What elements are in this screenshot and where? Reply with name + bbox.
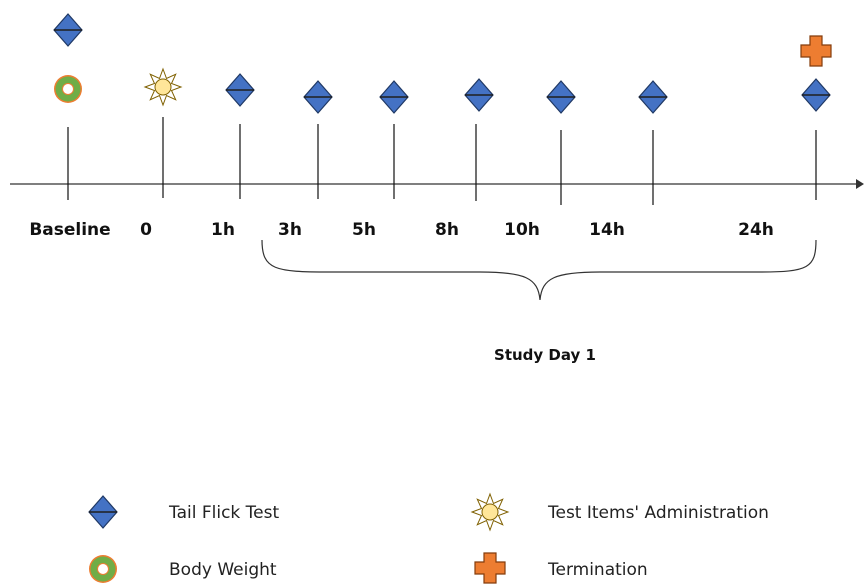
tick-label-8h: 8h [435, 220, 459, 240]
legend-test-items-sun-icon [471, 493, 509, 531]
tick-label-10h: 10h [504, 220, 540, 240]
tail-flick-diamond-icon [303, 80, 333, 114]
legend-termination-label: Termination [547, 560, 648, 580]
termination-cross-icon [800, 35, 832, 67]
tail-flick-diamond-icon [546, 80, 576, 114]
timeline-axis-arrowhead [856, 179, 864, 189]
legend-tail-flick-label: Tail Flick Test [168, 503, 279, 523]
tick-label-baseline: Baseline [29, 220, 110, 240]
tick-label-3h: 3h [278, 220, 302, 240]
legend-termination-cross-icon [474, 552, 506, 584]
tail-flick-diamond-icon [379, 80, 409, 114]
tail-flick-diamond-icon [53, 13, 83, 47]
tail-flick-diamond-icon [638, 80, 668, 114]
tail-flick-diamond-icon [225, 73, 255, 107]
body-weight-ring-icon [54, 75, 82, 103]
tick-label-0: 0 [140, 220, 152, 240]
test-items-sun-icon [144, 68, 182, 106]
tail-flick-diamond-icon [801, 78, 831, 112]
legend-test-items-label: Test Items' Administration [547, 503, 769, 523]
study-day-label: Study Day 1 [494, 346, 596, 364]
tail-flick-diamond-icon [464, 78, 494, 112]
study-day-brace [261, 239, 817, 301]
legend-body-weight-ring-icon [89, 555, 117, 583]
tick-label-24h: 24h [738, 220, 774, 240]
legend-tail-flick-diamond-icon [88, 495, 118, 529]
tick-label-1h: 1h [211, 220, 235, 240]
tick-label-5h: 5h [352, 220, 376, 240]
legend-body-weight-label: Body Weight [169, 560, 277, 580]
tick-label-14h: 14h [589, 220, 625, 240]
